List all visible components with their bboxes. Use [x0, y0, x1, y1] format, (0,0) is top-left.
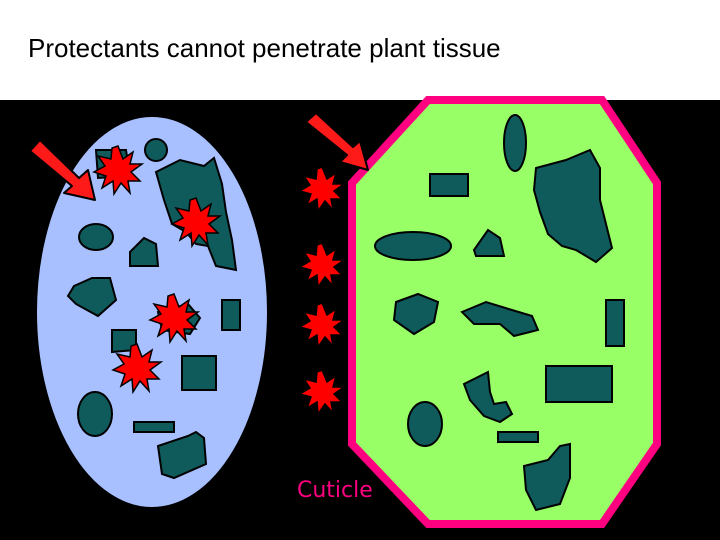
- right-organelle-13: [522, 442, 571, 512]
- left-organelle-4: [78, 223, 114, 251]
- protectant-burst-icon: [298, 242, 347, 290]
- right-organelle-12: [497, 431, 539, 443]
- right-organelle-10: [545, 365, 613, 403]
- left-organelle-13: [156, 430, 208, 480]
- arrows: [29, 112, 369, 201]
- left-organelle-11: [77, 391, 113, 437]
- left-organelle-2: [144, 138, 168, 162]
- right-organelle-7: [460, 300, 540, 338]
- left-organelle-7: [221, 299, 241, 331]
- right-organelle-4: [374, 231, 452, 261]
- right-organelle-1: [503, 114, 527, 172]
- right-organelle-8: [605, 299, 625, 347]
- left-organelle-5: [129, 236, 160, 267]
- right-organelles: [374, 114, 625, 512]
- title-bar: Protectants cannot penetrate plant tissu…: [0, 0, 720, 100]
- right-organelle-5: [472, 228, 506, 257]
- right-organelle-11: [407, 401, 443, 447]
- right-organelle-9: [462, 370, 514, 424]
- slide-title: Protectants cannot penetrate plant tissu…: [28, 33, 501, 63]
- cuticle-label: Cuticle: [297, 478, 373, 503]
- right-organelle-6: [392, 292, 440, 336]
- entry-arrow-icon: [29, 139, 96, 201]
- protectant-burst-icon: [148, 293, 201, 345]
- protectant-burst-icon: [298, 302, 347, 350]
- right-organelle-3: [532, 148, 614, 264]
- left-organelle-12: [133, 421, 175, 433]
- protectant-burst-icon: [92, 145, 145, 197]
- protectant-burst-icon: [111, 343, 164, 395]
- left-organelle-10: [181, 355, 217, 391]
- protectant-burst-icon: [298, 166, 347, 214]
- entry-arrow-icon: [305, 112, 369, 171]
- left-organelle-6: [66, 277, 118, 318]
- protectant-bursts: [92, 145, 347, 417]
- protectant-burst-icon: [298, 369, 347, 417]
- right-organelle-2: [429, 173, 469, 197]
- protectant-burst-icon: [170, 197, 223, 249]
